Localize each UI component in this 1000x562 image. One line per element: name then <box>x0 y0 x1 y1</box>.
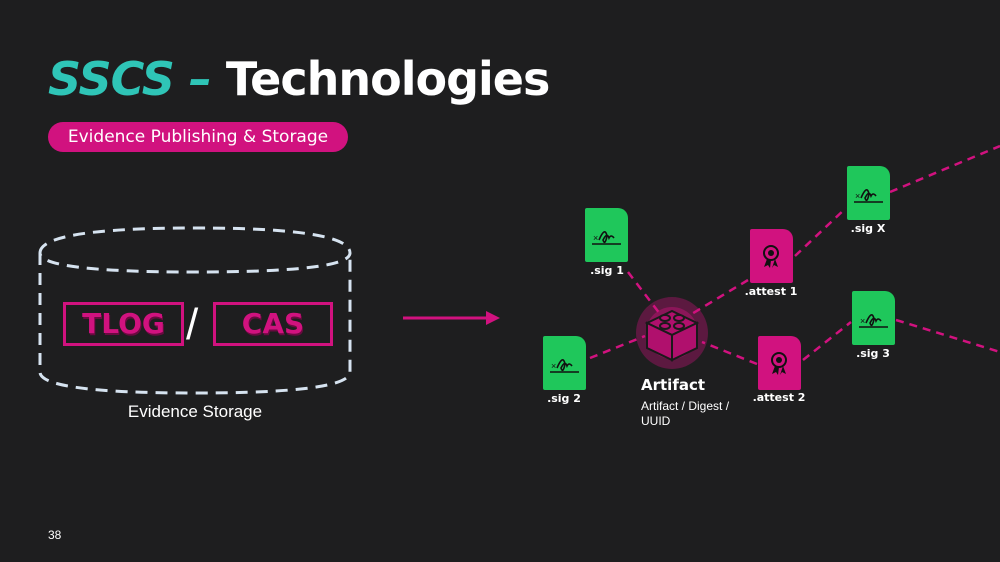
svg-text:×: × <box>551 361 556 371</box>
sigx-label: .sig X <box>850 222 886 235</box>
attest1-label: .attest 1 <box>744 285 798 298</box>
artifact-title: Artifact <box>641 376 706 394</box>
svg-text:×: × <box>855 191 860 201</box>
signature-doc-icon: × <box>852 291 895 345</box>
title-technologies: Technologies <box>225 52 550 106</box>
title-dash: – <box>173 52 226 106</box>
attestation-ribbon-icon <box>750 229 793 283</box>
tlog-box: TLOG <box>63 302 184 346</box>
separator-slash: / <box>186 300 199 349</box>
arrow-right-icon <box>403 311 500 325</box>
signature-doc-icon: × <box>847 166 890 220</box>
slide-title: SSCS – Technologies <box>48 52 550 106</box>
attest2-label: .attest 2 <box>752 391 806 404</box>
title-sscs: SSCS <box>48 52 175 106</box>
sig2-label: .sig 2 <box>547 392 581 405</box>
svg-text:×: × <box>860 316 865 326</box>
page-number: 38 <box>48 528 62 542</box>
signature-doc-icon: × <box>585 208 628 262</box>
storage-cylinder <box>38 226 352 395</box>
section-pill: Evidence Publishing & Storage <box>48 122 348 152</box>
connector-lines <box>589 144 1000 366</box>
signature-doc-icon: × <box>543 336 586 390</box>
svg-text:×: × <box>593 233 598 243</box>
storage-label: Evidence Storage <box>127 402 263 421</box>
cas-box: CAS <box>213 302 333 346</box>
sig1-label: .sig 1 <box>590 264 624 277</box>
attestation-ribbon-icon <box>758 336 801 390</box>
artifact-subtitle: Artifact / Digest / UUID <box>641 399 730 428</box>
artifact-cube-icon <box>636 297 708 369</box>
sig3-label: .sig 3 <box>856 347 890 360</box>
